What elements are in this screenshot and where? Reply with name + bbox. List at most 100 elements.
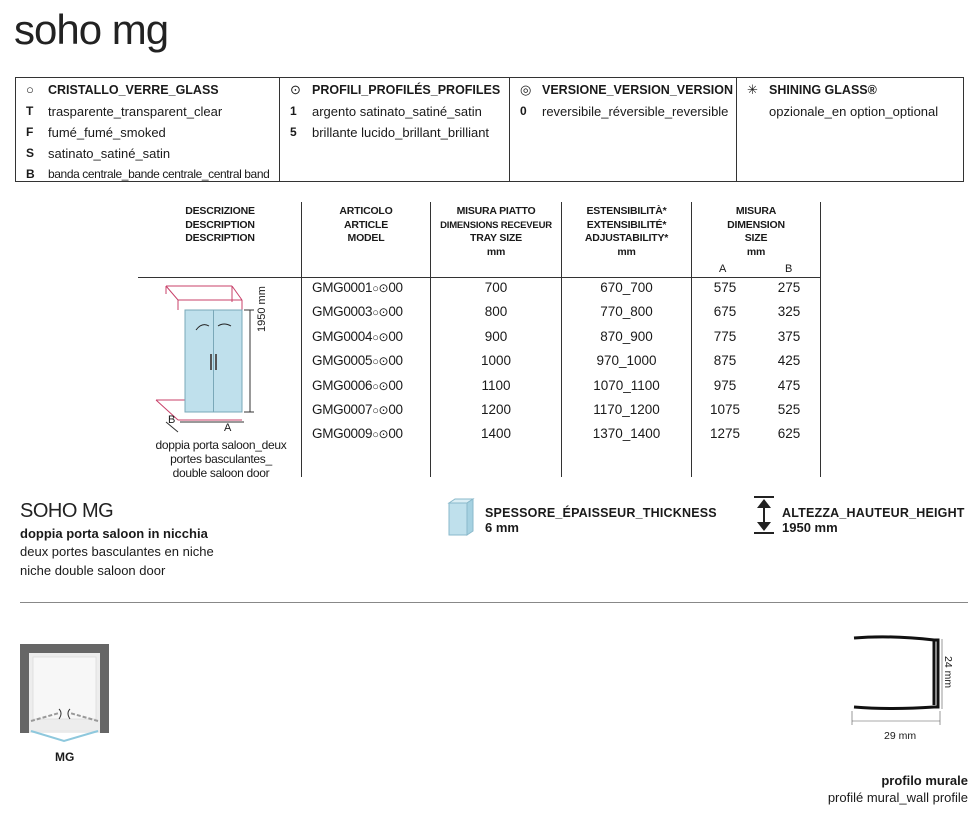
circle-icon: ○ bbox=[372, 332, 379, 344]
table-cell-adjust: 770_800 bbox=[600, 304, 653, 319]
dot-circle-icon: ⊙ bbox=[378, 403, 389, 417]
table-cell-adjust: 1370_1400 bbox=[592, 426, 661, 441]
table-row-article: GMG0007○⊙00 bbox=[312, 402, 403, 417]
circle-icon: ○ bbox=[372, 307, 379, 319]
table-row-article: GMG0003○⊙00 bbox=[312, 304, 403, 319]
table-cell-tray: 700 bbox=[484, 280, 508, 295]
profile-dim-width: 29 mm bbox=[884, 730, 917, 742]
height-label: ALTEZZA_HAUTEUR_HEIGHT bbox=[782, 506, 965, 520]
circle-icon: ○ bbox=[372, 405, 379, 417]
product-desc-en: niche double saloon door bbox=[20, 563, 166, 578]
table-cell-adjust: 1070_1100 bbox=[593, 378, 660, 393]
table-cell-b: 375 bbox=[777, 329, 801, 344]
dot-circle-icon: ⊙ bbox=[290, 82, 301, 97]
table-cell-adjust: 1170_1200 bbox=[593, 402, 660, 417]
dot-circle-icon: ⊙ bbox=[378, 354, 389, 368]
article-suffix: 00 bbox=[388, 329, 403, 344]
legend-code: B bbox=[26, 166, 35, 181]
table-cell-b: 275 bbox=[777, 280, 801, 295]
dot-circle-icon: ⊙ bbox=[378, 379, 389, 393]
legend-code: 1 bbox=[290, 103, 297, 118]
header-description: DESCRIZIONE DESCRIPTION DESCRIPTION bbox=[185, 205, 255, 244]
table-row-article: GMG0006○⊙00 bbox=[312, 378, 403, 393]
article-code: GMG0005 bbox=[312, 353, 373, 368]
dot-circle-icon: ⊙ bbox=[378, 281, 389, 295]
legend-label: reversibile_réversible_reversible bbox=[542, 103, 729, 119]
plan-label: MG bbox=[55, 750, 75, 764]
table-cell-b: 325 bbox=[777, 304, 801, 319]
table-cell-b: 625 bbox=[777, 426, 801, 441]
circle-icon: ○ bbox=[26, 82, 34, 97]
table-cell-tray: 900 bbox=[484, 329, 508, 344]
table-cell-tray: 1000 bbox=[480, 353, 512, 368]
table-cell-a: 975 bbox=[713, 378, 737, 393]
legend-code: 0 bbox=[520, 103, 527, 118]
legend-label: opzionale_en option_optional bbox=[769, 103, 939, 119]
table-row-article: GMG0005○⊙00 bbox=[312, 353, 403, 368]
product-name: SOHO MG bbox=[20, 500, 114, 522]
profile-dim-height: 24 mm bbox=[942, 656, 954, 689]
table-cell-a: 575 bbox=[713, 280, 737, 295]
legend-shining: ✳ SHINING GLASS® opzionale_en option_opti… bbox=[737, 78, 963, 181]
table-cell-adjust: 870_900 bbox=[600, 329, 653, 344]
legend-label: banda centrale_bande centrale_central ba… bbox=[48, 166, 270, 181]
article-code: GMG0009 bbox=[312, 426, 373, 441]
header-adjustability: ESTENSIBILITÀ* EXTENSIBILITÉ* ADJUSTABIL… bbox=[584, 205, 669, 258]
legend-shining-header: SHINING GLASS® bbox=[769, 83, 877, 97]
article-suffix: 00 bbox=[388, 280, 403, 295]
table-cell-adjust: 970_1000 bbox=[596, 353, 657, 368]
page-title: soho mg bbox=[14, 6, 169, 53]
legend-label: brillante lucido_brillant_brilliant bbox=[312, 124, 490, 140]
plan-view-diagram bbox=[20, 644, 109, 743]
table-cell-tray: 1400 bbox=[480, 426, 512, 441]
drawing-height-label: 1950 mm bbox=[256, 286, 268, 332]
legend-code: 5 bbox=[290, 124, 297, 139]
header-article: ARTICOLO ARTICLE MODEL bbox=[339, 205, 393, 244]
profile-caption-it: profilo murale bbox=[881, 773, 968, 788]
legend-label: trasparente_transparent_clear bbox=[48, 103, 223, 119]
table-cell-a: 1075 bbox=[709, 402, 741, 417]
table-cell-b: 475 bbox=[777, 378, 801, 393]
dot-circle-icon: ⊙ bbox=[378, 330, 389, 344]
legend-code: T bbox=[26, 103, 34, 118]
height-arrow-icon bbox=[754, 496, 774, 534]
double-circle-icon: ◎ bbox=[520, 82, 532, 97]
drawing-caption: doppia porta saloon_deux portes basculan… bbox=[155, 438, 287, 480]
table-cell-tray: 1100 bbox=[481, 378, 511, 393]
drawing-label-b: B bbox=[168, 414, 176, 426]
header-size: MISURA DIMENSION SIZE mm bbox=[727, 205, 785, 258]
article-code: GMG0004 bbox=[312, 329, 373, 344]
table-cell-tray: 800 bbox=[484, 304, 508, 319]
table-cell-a: 1275 bbox=[709, 426, 741, 441]
product-desc-it: doppia porta saloon in nicchia bbox=[20, 526, 208, 541]
profile-caption-fr-en: profilé mural_wall profile bbox=[827, 790, 968, 805]
table-cell-adjust: 670_700 bbox=[600, 280, 653, 295]
table-cell-a: 675 bbox=[713, 304, 737, 319]
article-suffix: 00 bbox=[388, 353, 403, 368]
product-desc-fr: deux portes basculantes en niche bbox=[20, 544, 214, 559]
header-tray-size: MISURA PIATTO DIMENSIONS RECEVEUR TRAY S… bbox=[440, 205, 552, 258]
legend-glass-header: CRISTALLO_VERRE_GLASS bbox=[48, 83, 219, 97]
thickness-value: 6 mm bbox=[485, 520, 519, 535]
circle-icon: ○ bbox=[372, 356, 379, 368]
dot-circle-icon: ⊙ bbox=[378, 305, 389, 319]
article-code: GMG0006 bbox=[312, 378, 373, 393]
table-cell-b: 525 bbox=[777, 402, 801, 417]
sparkle-icon: ✳ bbox=[747, 82, 758, 97]
circle-icon: ○ bbox=[372, 429, 379, 441]
article-suffix: 00 bbox=[388, 378, 403, 393]
header-size-b: B bbox=[785, 263, 793, 275]
circle-icon: ○ bbox=[372, 283, 379, 295]
article-suffix: 00 bbox=[388, 304, 403, 319]
table-cell-b: 425 bbox=[777, 353, 801, 368]
shower-door-drawing bbox=[155, 285, 254, 433]
legend-label: fumé_fumé_smoked bbox=[48, 124, 166, 140]
legend-label: argento satinato_satiné_satin bbox=[312, 103, 482, 119]
header-size-a: A bbox=[719, 263, 727, 275]
table-row-article: GMG0001○⊙00 bbox=[312, 280, 403, 295]
table-cell-a: 775 bbox=[713, 329, 737, 344]
divider bbox=[20, 602, 968, 603]
